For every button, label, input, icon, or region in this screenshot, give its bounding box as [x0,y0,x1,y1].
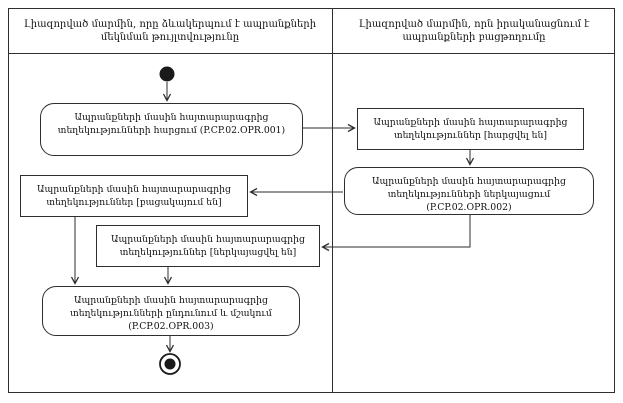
activity-label: Ապրանքների մասին հայտարարագրից տեղեկությ… [57,112,286,136]
lane-title-left: Լիազորված մարմին, որը ձևակերպում է ապրան… [23,18,317,43]
header-separator [8,53,615,54]
state-node-info-submitted: Ապրանքների մասին հայտարարագրից տեղեկությ… [96,225,320,267]
diagram-frame [8,8,615,393]
activity-label: Ապրանքների մասին հայտարարագրից տեղեկությ… [371,176,567,213]
state-node-info-queried: Ապրանքների մասին հայտարարագրից տեղեկությ… [357,108,584,150]
state-node-info-missing: Ապրանքների մասին հայտարարագրից տեղեկությ… [20,175,248,217]
activity-node-submit-info: Ապրանքների մասին հայտարարագրից տեղեկությ… [344,167,594,215]
lane-divider [332,8,333,392]
lane-title-right: Լիազորված մարմին, որն իրականացնում է ապր… [358,18,590,43]
lane-header-left: Լիազորված մարմին, որը ձևակերպում է ապրան… [8,8,332,53]
lane-header-right: Լիազորված մարմին, որն իրականացնում է ապր… [333,8,615,53]
activity-label: Ապրանքների մասին հայտարարագրից տեղեկությ… [70,295,272,332]
state-label: Ապրանքների մասին հայտարարագրից տեղեկությ… [36,184,232,208]
state-label: Ապրանքների մասին հայտարարագրից տեղեկությ… [110,234,306,258]
state-label: Ապրանքների մասին հայտարարագրից տեղեկությ… [373,117,568,141]
activity-node-process-info: Ապրանքների մասին հայտարարագրից տեղեկությ… [42,286,300,336]
activity-node-query-info: Ապրանքների մասին հայտարարագրից տեղեկությ… [40,103,303,156]
